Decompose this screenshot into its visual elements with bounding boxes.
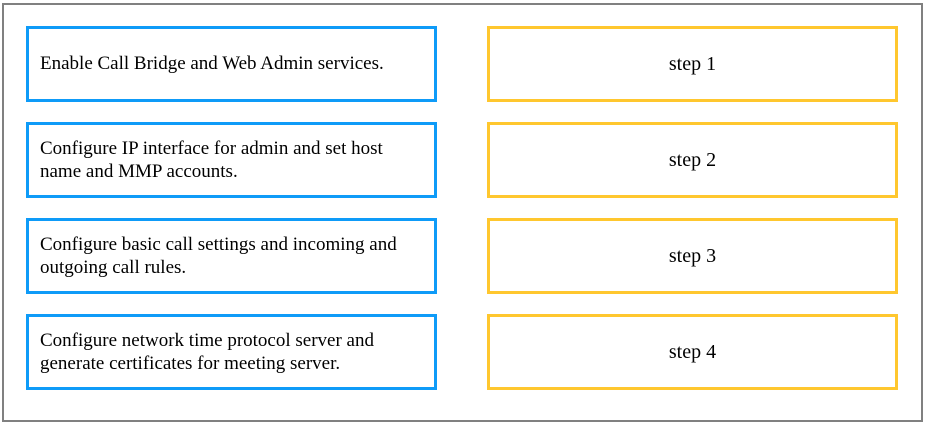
drop-target-label: step 1 [668, 53, 717, 75]
drag-item-label: Configure IP interface for admin and set… [40, 137, 383, 182]
matching-columns: Enable Call Bridge and Web Admin service… [26, 26, 898, 390]
drop-target-step-4[interactable]: step 4 [487, 314, 898, 390]
drag-item-label: Configure network time protocol server a… [40, 329, 374, 374]
drag-item-ntp-certificates[interactable]: Configure network time protocol server a… [26, 314, 437, 390]
drag-item-label: Configure basic call settings and incomi… [40, 233, 397, 278]
drop-target-step-2[interactable]: step 2 [487, 122, 898, 198]
drag-item-call-bridge[interactable]: Enable Call Bridge and Web Admin service… [26, 26, 437, 102]
drag-item-label: Enable Call Bridge and Web Admin service… [40, 53, 384, 75]
drop-target-label: step 2 [668, 149, 717, 171]
drop-target-label: step 4 [668, 341, 717, 363]
drag-item-call-settings[interactable]: Configure basic call settings and incomi… [26, 218, 437, 294]
drag-item-ip-interface[interactable]: Configure IP interface for admin and set… [26, 122, 437, 198]
drop-target-label: step 3 [668, 245, 717, 267]
drop-target-step-3[interactable]: step 3 [487, 218, 898, 294]
drop-target-step-1[interactable]: step 1 [487, 26, 898, 102]
